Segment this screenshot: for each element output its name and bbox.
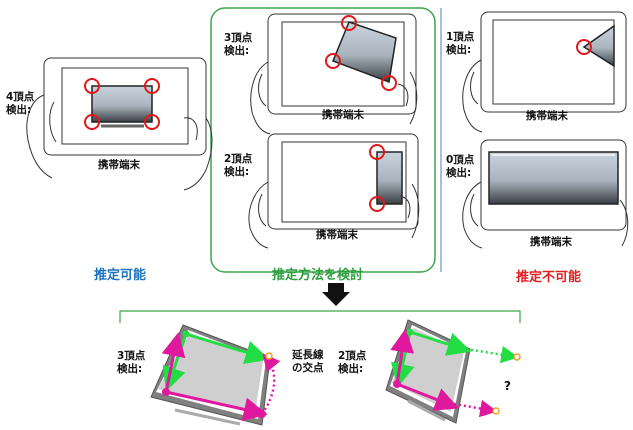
label-line: 3頂点: [117, 350, 146, 362]
category-impossible: 推定不可能: [516, 270, 582, 285]
detect-circle: [576, 39, 592, 55]
label-line: 2頂点: [224, 153, 253, 165]
panel-zero-vertices: [462, 139, 629, 249]
label-line: 0頂点: [446, 154, 475, 166]
green-dotted-line: [465, 345, 519, 364]
label-line: 2頂点: [338, 350, 367, 362]
label-line: 検出:: [224, 166, 250, 178]
green-arrow: [185, 332, 270, 364]
magenta-arrow: [390, 328, 414, 385]
down-arrow: [322, 283, 350, 306]
magenta-dotted-arc: [260, 353, 281, 415]
label-line: 1頂点: [446, 31, 475, 43]
label-three-vertices: 3頂点 検出:: [224, 32, 252, 58]
device-caption: 携帯端末: [316, 229, 358, 241]
label-line: 3頂点: [224, 32, 253, 44]
screen-image: [91, 85, 153, 123]
label-four-vertices: 4頂点 検出:: [6, 91, 34, 117]
detect-circle: [341, 15, 357, 31]
device-caption: 携帯端末: [526, 110, 568, 122]
panel-one-vertex: [462, 11, 627, 133]
detect-circle: [369, 196, 385, 212]
intersection-note: 延長線 の交点: [292, 349, 324, 375]
screen-image: [376, 151, 403, 205]
device-caption: 携帯端末: [98, 159, 140, 171]
screen-image: [582, 24, 615, 68]
device-caption: 携帯端末: [322, 109, 364, 121]
end-point: [513, 353, 521, 361]
detect-circles-two: [369, 144, 385, 212]
panel-four-vertices: [26, 57, 213, 191]
label-line: 検出:: [6, 104, 32, 116]
label-line: 4頂点: [6, 91, 35, 103]
detect-circles-one: [576, 39, 592, 55]
bracket: [119, 310, 521, 323]
label-line: 検出:: [446, 44, 472, 56]
detect-circle: [84, 78, 100, 94]
label-line: 延長線: [292, 349, 324, 361]
panel-three-vertices: [250, 13, 418, 135]
bottom-left-label: 3頂点 検出:: [117, 350, 145, 376]
screen-image: [332, 21, 397, 84]
intersection-point: [265, 352, 273, 360]
category-possible: 推定可能: [94, 268, 147, 283]
bottom-left-arrows: [161, 332, 281, 422]
label-line: 検出:: [338, 363, 364, 375]
device-caption: 携帯端末: [530, 236, 572, 248]
label-line: 検出:: [117, 363, 143, 375]
label-one-vertex: 1頂点 検出:: [446, 31, 474, 57]
detect-circles-four: [84, 78, 160, 130]
question-mark: ?: [504, 379, 511, 393]
detect-circle: [325, 53, 341, 69]
detect-circle: [144, 78, 160, 94]
label-line: 検出:: [224, 45, 250, 57]
detect-circle: [381, 75, 397, 91]
magenta-arrow: [396, 382, 460, 411]
label-line: 検出:: [446, 167, 472, 179]
detect-circles-three: [325, 15, 397, 91]
detect-circle: [84, 114, 100, 130]
consider-group-box: [210, 7, 436, 273]
label-two-vertices: 2頂点 検出:: [224, 153, 252, 179]
label-zero-vertices: 0頂点 検出:: [446, 154, 474, 180]
magenta-arrow: [161, 332, 186, 393]
category-consider: 推定方法を検討: [272, 268, 364, 283]
magenta-dotted-line: [453, 399, 498, 418]
bottom-right-label: 2頂点 検出:: [338, 350, 366, 376]
detect-circle: [369, 144, 385, 160]
green-arrow: [409, 330, 472, 356]
screen-image: [488, 151, 619, 205]
magenta-arrow: [165, 390, 268, 422]
bottom-right-arrows: [390, 328, 519, 418]
label-line: の交点: [292, 362, 324, 374]
detect-circle: [144, 114, 160, 130]
end-point: [492, 407, 500, 415]
